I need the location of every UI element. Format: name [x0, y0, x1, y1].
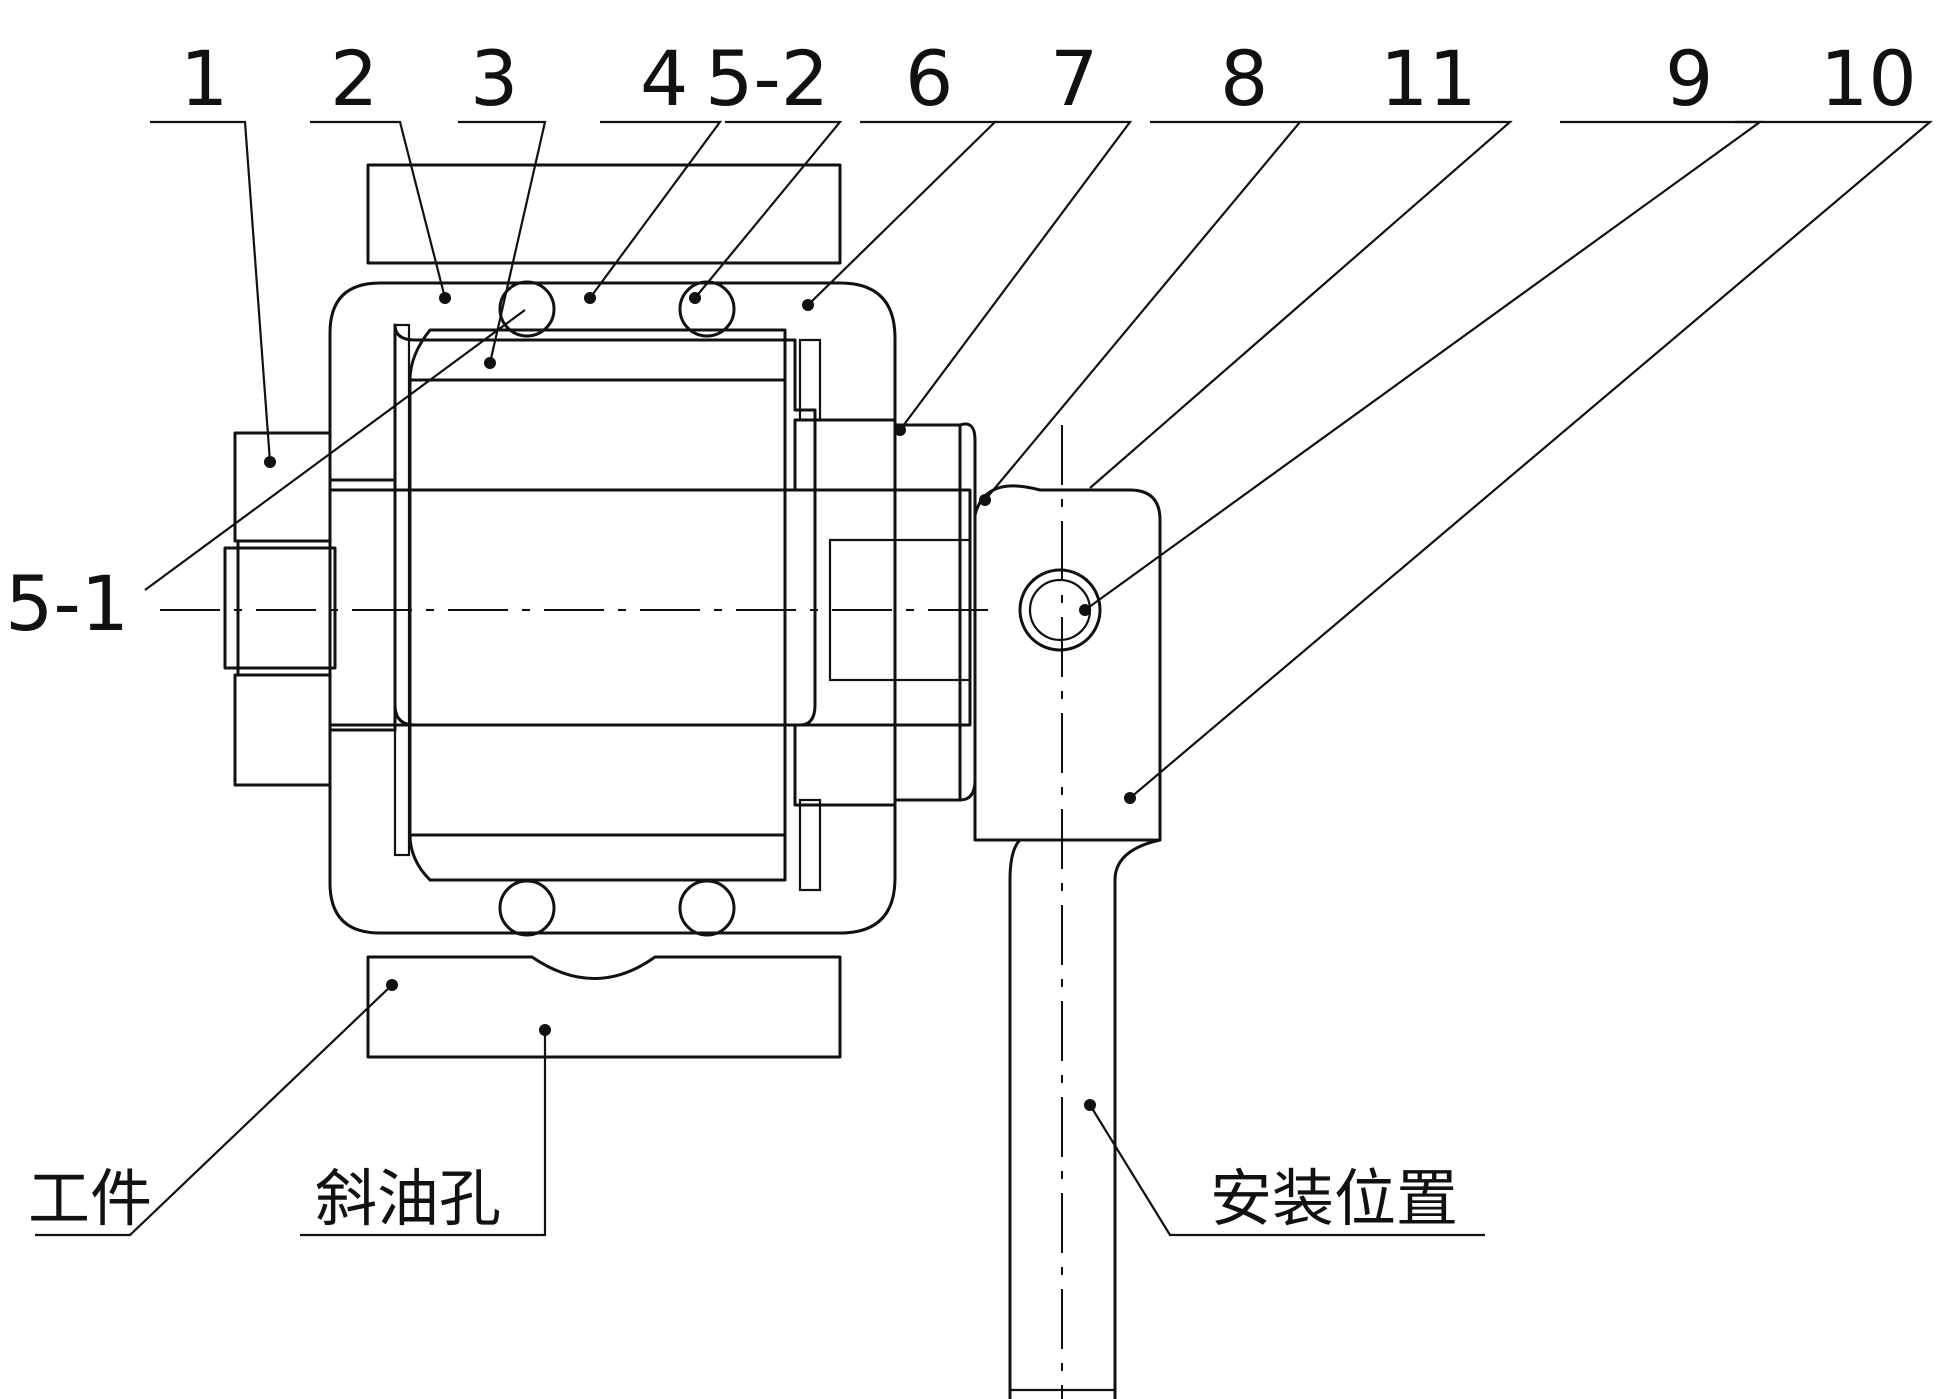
label-3: 3	[470, 34, 518, 123]
label-install-position: 安装位置	[1210, 1162, 1458, 1235]
label-9: 9	[1665, 34, 1713, 123]
end-cap-part-7	[795, 420, 960, 805]
label-8: 8	[1220, 34, 1268, 123]
label-5-1: 5-1	[5, 559, 129, 648]
leader-lines	[35, 122, 1930, 1235]
lever-body	[975, 486, 1160, 1399]
label-workpiece: 工件	[28, 1162, 152, 1235]
label-6: 6	[905, 34, 953, 123]
label-11: 11	[1380, 34, 1477, 123]
label-10: 10	[1820, 34, 1917, 123]
label-7: 7	[1050, 34, 1098, 123]
label-5-2: 5-2	[705, 34, 829, 123]
label-1: 1	[180, 34, 228, 123]
workpiece-top	[368, 165, 840, 263]
label-oil-hole: 斜油孔	[315, 1162, 501, 1235]
inner-sleeve	[410, 330, 785, 880]
workpiece-bottom	[368, 957, 840, 1057]
center-lines	[160, 425, 1062, 1399]
shaft	[225, 490, 970, 725]
label-4: 4	[640, 34, 688, 123]
label-2: 2	[330, 34, 378, 123]
washer-part-8	[960, 424, 975, 800]
